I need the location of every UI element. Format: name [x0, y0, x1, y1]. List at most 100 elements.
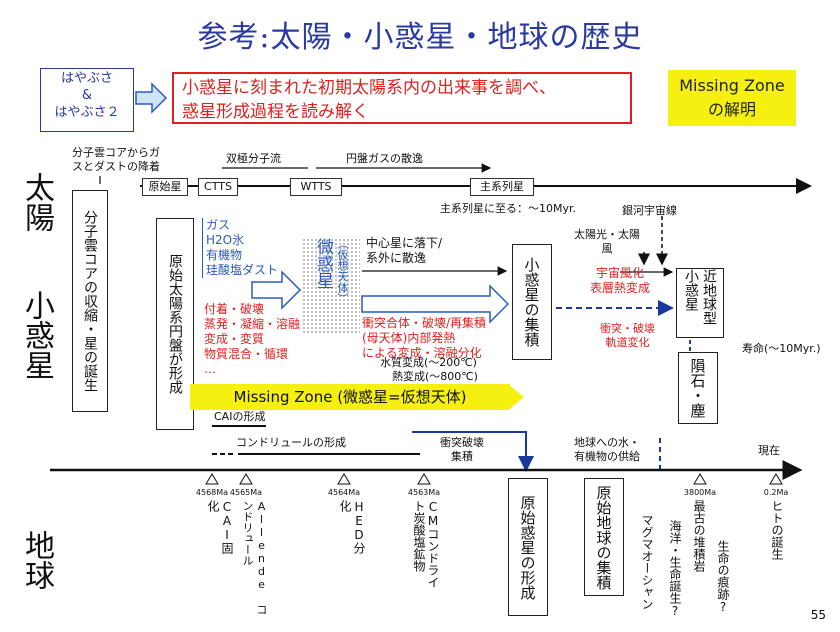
- collision-line2: (母天体)内部発熱: [362, 331, 456, 345]
- meteorite-box: 隕石・塵: [678, 352, 718, 424]
- core-note-line1: 分子雲コアからガ: [72, 146, 160, 159]
- tick-0.2: [769, 473, 783, 485]
- tick-age-3800: 3800Ma: [683, 488, 717, 497]
- water-supply-line1: 地球への水・: [574, 436, 640, 449]
- bipolar-label: 双極分子流: [226, 152, 281, 165]
- solar-wind-line1: 太陽光・太陽: [574, 228, 640, 241]
- proto-planet-box: 原始惑星の形成: [508, 478, 548, 616]
- hayabusa-box: はやぶさ & はやぶさ２: [40, 68, 134, 132]
- tick-age-4563: 4563Ma: [407, 488, 441, 497]
- process-2: 蒸発・凝縮・溶融: [204, 317, 301, 331]
- tick-event-cm: CMコンドライト炭酸塩鉱物: [412, 500, 440, 590]
- process-4: 物質混合・循環: [204, 347, 289, 361]
- planetesimal-to-collision-arrow: [361, 284, 510, 324]
- ctts-box: CTTS: [198, 178, 238, 196]
- space-weathering-line2: 表層熱変成: [590, 281, 651, 295]
- protosolar-disk-box: 原始太陽系円盤が形成: [156, 218, 194, 430]
- materials-list: ガス H2O氷 有機物 珪酸塩ダスト: [202, 218, 278, 278]
- row-label-sun-text: 太陽: [19, 172, 54, 232]
- central-fall-line1: 中心星に落下/: [366, 236, 443, 250]
- tick-age-0.2: 0.2Ma: [763, 488, 789, 497]
- material-to-planetesimal-arrow: [251, 270, 302, 310]
- solar-wind-line2: 風: [601, 242, 613, 255]
- purpose-line2: 惑星形成過程を読み解く: [182, 102, 369, 122]
- tick-4564: [337, 473, 351, 485]
- collision-line1: 衝突合体・破壊/再集積: [362, 316, 487, 330]
- missing-zone-right-head: [508, 384, 524, 410]
- tick-event-oldest-rock: 最古の堆積岩: [692, 500, 706, 572]
- planetesimal-box: 微惑星 （仮想天体）: [302, 238, 360, 334]
- lifetime-label: 寿命(～10Myr.): [742, 342, 821, 355]
- processes-list: 付着・破壊 蒸発・凝縮・溶融 変成・変質 物質混合・循環 …: [204, 302, 300, 377]
- tick-4568: [205, 473, 219, 485]
- near-earth-asteroid-box: 近地球型小惑星: [676, 268, 724, 338]
- material-ice: H2O氷: [206, 233, 245, 247]
- magma-ocean-label: マグマオーシャン: [640, 514, 654, 610]
- main-sequence-reach: 主系列星に至る：～10Myr.: [440, 202, 577, 215]
- proto-earth-box: 原始地球の集積: [584, 478, 624, 596]
- now-label: 現在: [758, 444, 780, 457]
- page-number: 55: [810, 608, 826, 622]
- orbital-line2: 軌道変化: [605, 336, 650, 349]
- tick-markers: [205, 473, 783, 485]
- tick-3800: [693, 473, 707, 485]
- tick-event-human: ヒトの誕生: [770, 500, 784, 560]
- process-3: 変成・変質: [204, 332, 265, 346]
- collision-accum-line1: 衝突破壊: [440, 436, 484, 449]
- missing-zone-goal-box: Missing Zone の解明: [668, 70, 796, 126]
- collision-text: 衝突合体・破壊/再集積 (母天体)内部発熱 による変成・溶融分化: [362, 316, 486, 361]
- cai-formation-label: CAIの形成: [214, 410, 266, 423]
- core-collapse-box: 分子雲コアの収縮・星の誕生: [72, 190, 108, 412]
- collision-accum-line2: 集積: [451, 450, 473, 463]
- wtts-box: WTTS: [290, 178, 342, 196]
- disk-dispersal-label: 円盤ガスの散逸: [346, 152, 423, 165]
- planetesimal-main: 微惑星: [313, 238, 333, 289]
- page-title: 参考:太陽・小惑星・地球の歴史: [197, 20, 643, 55]
- tick-4563: [417, 473, 431, 485]
- orbital-line1: 衝突・破壊: [600, 322, 655, 335]
- purpose-line1: 小惑星に刻まれた初期太陽系内の出来事を調べ、: [182, 78, 556, 98]
- tick-4565: [239, 473, 253, 485]
- row-label-earth: 地球: [14, 530, 58, 599]
- galactic-cosmic-ray: 銀河宇宙線: [622, 204, 677, 217]
- protostar-box: 原始星: [142, 178, 188, 196]
- central-fall-text: 中心星に落下/ 系外に散逸: [366, 236, 442, 266]
- hayabusa-line1: はやぶさ: [60, 71, 113, 86]
- water-supply-line2: 有機物の供給: [574, 450, 640, 463]
- tick-age-4565: 4565Ma: [229, 488, 263, 497]
- space-weathering-line1: 宇宙風化: [596, 266, 645, 280]
- life-traces-label: 生命の痕跡?: [716, 540, 730, 614]
- collision-line3: による変成・溶融分化: [362, 346, 482, 360]
- tick-event-cai: CAI固化: [206, 500, 234, 554]
- ocean-life-label: 海洋・生命誕生?: [668, 520, 682, 618]
- material-gas: ガス: [206, 218, 231, 232]
- water-alteration: 水質変成(～200℃): [380, 356, 477, 369]
- material-silicate: 珪酸塩ダスト: [206, 263, 279, 277]
- hayabusa-arrow: [135, 82, 168, 114]
- process-5: …: [204, 362, 216, 376]
- central-fall-line2: 系外に散逸: [366, 251, 427, 265]
- missing-zone-bar: Missing Zone (微惑星=仮想天体): [190, 384, 510, 410]
- missing-zone-goal-line1: Missing Zone: [679, 76, 785, 95]
- row-label-earth-text: 地球: [19, 530, 54, 590]
- space-weathering: 宇宙風化 表層熱変成: [590, 266, 650, 296]
- process-1: 付着・破壊: [204, 302, 265, 316]
- hayabusa-line3: はやぶさ２: [54, 105, 120, 120]
- tick-event-allende: Allende コンドリュール: [241, 500, 268, 615]
- tick-age-4564: 4564Ma: [327, 488, 361, 497]
- collision-accum-arrow: [412, 431, 534, 472]
- orbital-change: 衝突・破壊 軌道変化: [600, 322, 655, 350]
- material-organics: 有機物: [206, 248, 243, 262]
- core-note-line2: スとダストの降着: [72, 160, 160, 173]
- core-accretion-note: 分子雲コアからガ スとダストの降着: [72, 146, 160, 174]
- missing-zone-goal-line2: の解明: [707, 100, 756, 119]
- main-sequence-box: 主系列星: [470, 178, 534, 196]
- planetesimal-sub: （仮想天体）: [336, 238, 349, 304]
- thermal-alteration: 熱変成(～800℃): [392, 370, 478, 383]
- chondrule-formation-label: コンドリュールの形成: [236, 436, 346, 449]
- hayabusa-line2: &: [81, 88, 93, 103]
- purpose-box: 小惑星に刻まれた初期太陽系内の出来事を調べ、 惑星形成過程を読み解く: [172, 72, 632, 124]
- row-label-sun: 太陽: [14, 172, 58, 241]
- tick-event-hed: HED分化: [338, 500, 366, 554]
- tick-age-4568: 4568Ma: [195, 488, 229, 497]
